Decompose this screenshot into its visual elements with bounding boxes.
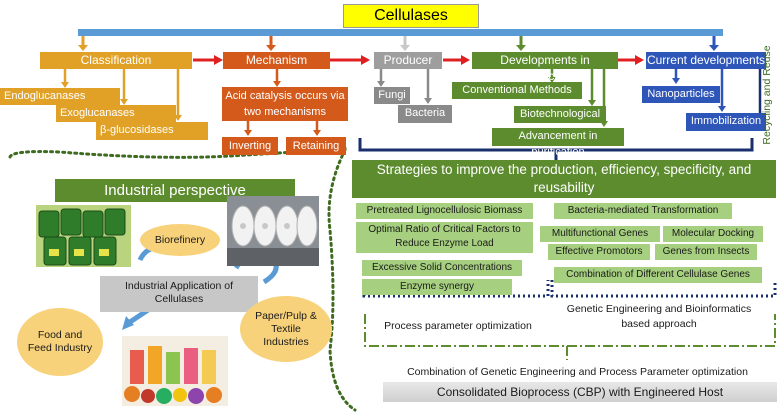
paper-textile-label: Paper/Pulp & Textile Industries bbox=[255, 309, 317, 348]
strategy-multifunctional-genes: Multifunctional Genes bbox=[540, 226, 660, 242]
main-title: Cellulases bbox=[343, 4, 479, 28]
navy-dotted-brackets bbox=[362, 280, 777, 298]
current-nanoparticles: Nanoparticles bbox=[642, 86, 720, 103]
red-flow-arrows bbox=[193, 55, 644, 65]
genetic-engineering-label: Genetic Engineering and Bioinformatics b… bbox=[566, 303, 752, 330]
classification-branches bbox=[61, 68, 182, 121]
food-feed-oval: Food and Feed Industry bbox=[17, 308, 103, 376]
current-immobilization: Immobilization bbox=[686, 113, 766, 131]
producer-bacteria: Bacteria bbox=[398, 105, 452, 123]
producer-header: Producer bbox=[374, 52, 442, 69]
paper-rolls-image bbox=[227, 196, 319, 266]
biorefinery-label: Biorefinery bbox=[154, 234, 206, 246]
developments-header: Developments in Production bbox=[472, 52, 618, 83]
classification-beta-glucosidases: β-glucosidases bbox=[96, 122, 208, 140]
strategy-genes-insects: Genes from Insects bbox=[655, 244, 757, 260]
classification-exoglucanases: Exoglucanases bbox=[56, 105, 176, 122]
producer-branches bbox=[377, 68, 432, 104]
cbp-box: Consolidated Bioprocess (CBP) with Engin… bbox=[383, 382, 777, 402]
mechanism-branches bbox=[244, 68, 321, 136]
process-parameter-label: Process parameter optimization bbox=[384, 320, 532, 332]
current-header: Current developments bbox=[646, 52, 766, 69]
mechanism-inverting: Inverting bbox=[222, 137, 278, 155]
cbp-label: Consolidated Bioprocess (CBP) with Engin… bbox=[436, 385, 724, 399]
green-dashdot-bracket bbox=[364, 314, 776, 360]
strategies-heading: Strategies to improve the production, ef… bbox=[352, 160, 776, 198]
juice-image bbox=[122, 336, 228, 406]
producer-fungi: Fungi bbox=[374, 87, 410, 104]
recycling-side-label: Recycling and Reuse bbox=[761, 45, 773, 145]
mechanism-retaining: Retaining bbox=[286, 137, 346, 155]
current-branches bbox=[672, 68, 726, 112]
strategy-molecular-docking: Molecular Docking bbox=[663, 226, 763, 242]
strategy-bacteria-transformation: Bacteria-mediated Transformation bbox=[554, 203, 732, 219]
mechanism-description: Acid catalysis occurs via two mechanisms bbox=[222, 87, 348, 121]
top-drop-arrows bbox=[78, 36, 719, 51]
developments-conventional: Conventional Methods bbox=[452, 82, 582, 99]
top-distribution-bar bbox=[78, 29, 723, 36]
barrels-image bbox=[36, 205, 131, 267]
classification-header: Classification bbox=[40, 52, 192, 69]
industrial-center-label: Industrial Application of Cellulases bbox=[125, 280, 233, 305]
combination-label: Combination of Genetic Engineering and P… bbox=[407, 366, 748, 378]
classification-endoglucanases: Endoglucanases bbox=[0, 88, 120, 105]
strategy-pretreated-biomass: Pretreated Lignocellulosic Biomass bbox=[356, 203, 533, 219]
biorefinery-oval: Biorefinery bbox=[140, 224, 220, 256]
industrial-center-box: Industrial Application of Cellulases bbox=[100, 276, 258, 312]
strategy-enzyme-synergy: Enzyme synergy bbox=[362, 279, 512, 295]
food-feed-label: Food and Feed Industry bbox=[27, 329, 93, 354]
strategy-effective-promotors: Effective Promotors bbox=[548, 244, 650, 260]
strategy-combination-genes: Combination of Different Cellulase Genes bbox=[554, 267, 762, 283]
strategy-solid-concentrations: Excessive Solid Concentrations bbox=[362, 260, 522, 276]
paper-textile-oval: Paper/Pulp & Textile Industries bbox=[240, 296, 332, 362]
developments-purification: Advancement in purification bbox=[492, 128, 624, 158]
mechanism-header: Mechanism bbox=[223, 52, 330, 69]
developments-biotechnological: Biotechnological bbox=[514, 106, 606, 123]
strategy-optimal-ratio: Optimal Ratio of Critical Factors to Red… bbox=[356, 222, 533, 253]
